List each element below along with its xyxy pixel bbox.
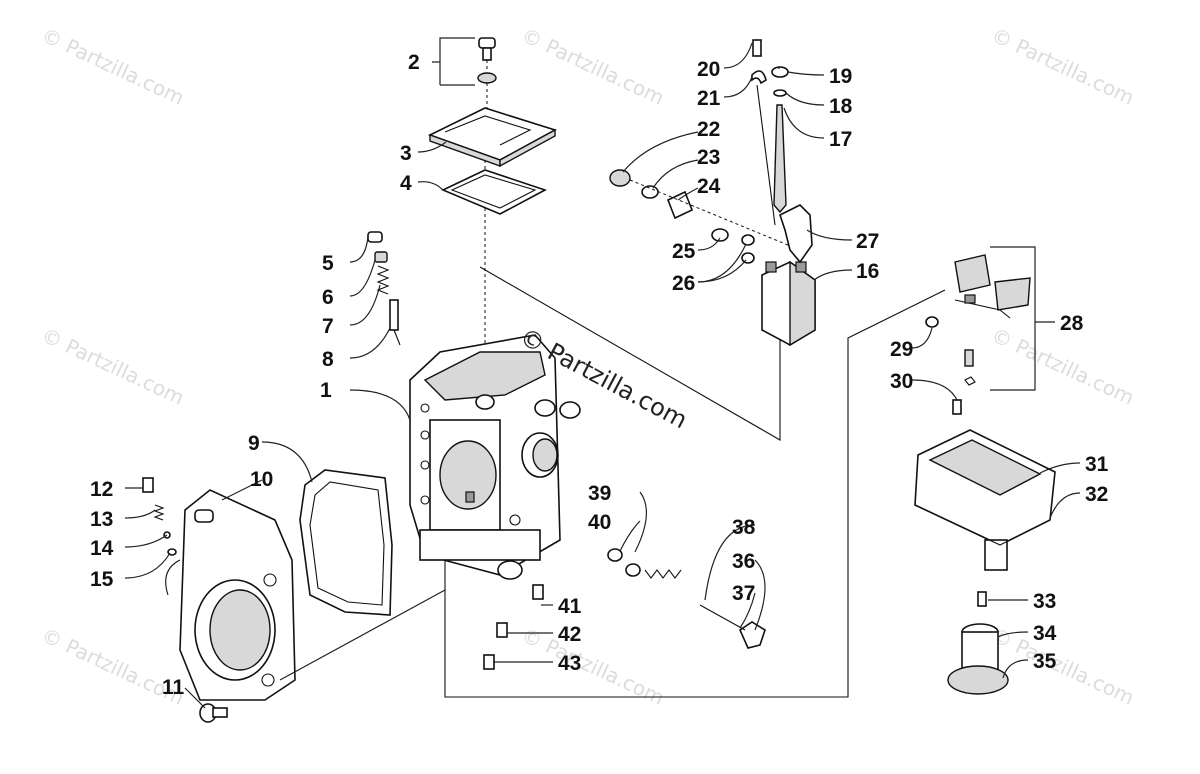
part-2-screw-washer xyxy=(477,37,497,110)
watermark: © Partzilla.com xyxy=(518,23,668,110)
callout-2: 2 xyxy=(408,51,420,74)
leader-lines xyxy=(124,37,1081,709)
watermark: © Partzilla.com xyxy=(988,323,1138,410)
part-12-jet xyxy=(142,477,154,493)
part-21-clip xyxy=(751,70,776,226)
callout-6: 6 xyxy=(322,286,334,309)
callout-4: 4 xyxy=(400,172,412,195)
part-17-jet-needle xyxy=(773,104,787,214)
callout-25: 25 xyxy=(672,240,696,263)
part-28-float-assembly xyxy=(954,254,1031,319)
part-27-lever xyxy=(779,204,813,264)
callout-15: 15 xyxy=(90,568,114,591)
part-38-spring xyxy=(644,569,682,579)
callout-32: 32 xyxy=(1085,483,1108,506)
callout-19: 19 xyxy=(829,65,852,88)
callout-14: 14 xyxy=(90,537,114,560)
part-37-needle xyxy=(699,604,746,631)
part-39-washer xyxy=(607,548,623,562)
callout-8: 8 xyxy=(322,348,334,371)
callout-22: 22 xyxy=(697,118,720,141)
watermark: © Partzilla.com xyxy=(988,23,1138,110)
callout-38: 38 xyxy=(732,516,756,539)
part-29-o-ring xyxy=(925,316,939,328)
callout-5: 5 xyxy=(322,252,334,275)
part-5-cap xyxy=(367,231,383,243)
part-8-adjust-needle xyxy=(389,299,401,346)
part-42-jet xyxy=(496,622,508,638)
callout-23: 23 xyxy=(697,146,720,169)
callout-42: 42 xyxy=(558,623,581,646)
callout-3: 3 xyxy=(400,142,412,165)
part-13-spring xyxy=(153,504,165,521)
callout-21: 21 xyxy=(697,87,721,110)
callout-20: 20 xyxy=(697,58,720,81)
callout-40: 40 xyxy=(588,511,611,534)
part-needle-valve xyxy=(964,349,976,386)
callout-10: 10 xyxy=(250,468,273,491)
part-35-cap xyxy=(947,665,1009,695)
callout-33: 33 xyxy=(1033,590,1056,613)
part-18-washer xyxy=(773,89,787,97)
part-25-shaft xyxy=(629,179,801,251)
part-23-washer xyxy=(641,185,659,199)
part-41-jet xyxy=(532,584,544,600)
callout-26: 26 xyxy=(672,272,695,295)
callout-29: 29 xyxy=(890,338,913,361)
callout-28: 28 xyxy=(1060,312,1084,335)
part-10-intake-flange xyxy=(165,489,296,701)
callout-41: 41 xyxy=(558,595,582,618)
callout-numbers: 1 2 3 4 5 6 7 8 9 10 11 12 13 14 15 16 1… xyxy=(90,51,1109,699)
part-31-float-bowl xyxy=(914,429,1056,571)
watermark: © Partzilla.com xyxy=(38,23,188,110)
part-16-throttle-valve xyxy=(761,260,816,347)
callout-30: 30 xyxy=(890,370,913,393)
callout-34: 34 xyxy=(1033,622,1057,645)
part-32-gasket xyxy=(914,504,1051,546)
assembly-boundary xyxy=(444,130,946,698)
part-40-o-ring xyxy=(625,563,641,577)
callout-12: 12 xyxy=(90,478,113,501)
callout-17: 17 xyxy=(829,128,852,151)
part-20-screw xyxy=(752,39,762,57)
part-43-jet xyxy=(483,654,495,670)
part-7-spring xyxy=(376,265,390,295)
callout-18: 18 xyxy=(829,95,853,118)
part-33-screw xyxy=(977,591,987,607)
callout-16: 16 xyxy=(856,260,879,283)
part-4-gasket xyxy=(441,169,548,215)
callout-1: 1 xyxy=(320,379,332,402)
callout-36: 36 xyxy=(732,550,755,573)
watermark: © Partzilla.com xyxy=(38,323,188,410)
part-24-plate xyxy=(666,190,694,220)
part-22-cap xyxy=(609,169,631,187)
callout-7: 7 xyxy=(322,315,334,338)
callout-31: 31 xyxy=(1085,453,1109,476)
part-36-pilot-screw xyxy=(738,621,766,649)
callout-24: 24 xyxy=(697,175,721,198)
part-9-flange-gasket xyxy=(299,469,393,616)
callout-43: 43 xyxy=(558,652,581,675)
part-30-screw xyxy=(952,399,962,415)
callout-27: 27 xyxy=(856,230,879,253)
part-34-plug xyxy=(961,623,999,673)
callout-35: 35 xyxy=(1033,650,1057,673)
callout-11: 11 xyxy=(162,676,185,699)
part-11-screw xyxy=(199,703,228,723)
part-1-carburetor-body xyxy=(409,334,581,580)
callout-9: 9 xyxy=(248,432,260,455)
callout-37: 37 xyxy=(732,582,755,605)
callout-39: 39 xyxy=(588,482,611,505)
part-3-top-cover xyxy=(427,107,558,168)
part-6-nut xyxy=(374,251,388,263)
callout-13: 13 xyxy=(90,508,113,531)
